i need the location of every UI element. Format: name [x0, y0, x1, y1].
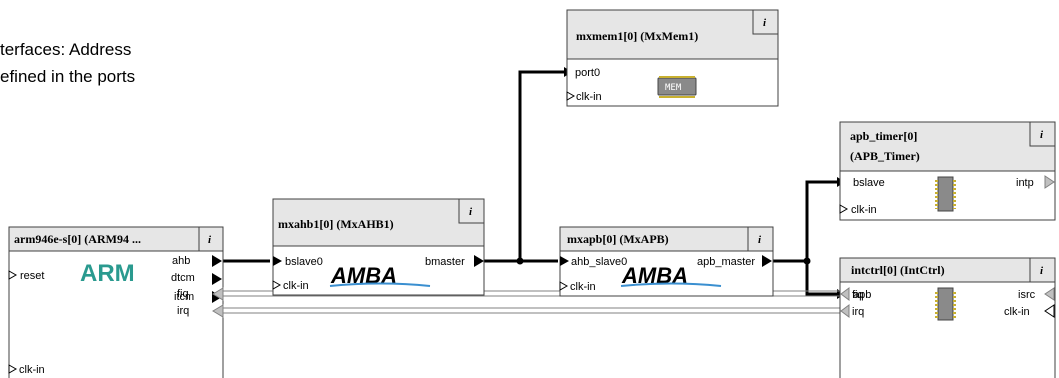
intctrl-header: [839, 257, 1056, 283]
apb-info-button[interactable]: i: [758, 234, 762, 246]
apb-port-apb-master-arrow: [762, 255, 772, 267]
arm-port-clk: clk-in: [19, 364, 45, 376]
bus-connections: [222, 70, 838, 296]
apb-port-clk: clk-in: [570, 281, 596, 293]
apb-port-ahb-slave0-arrow: [560, 256, 569, 266]
timer-title-line1: apb_timer[0]: [850, 129, 917, 143]
arm-header: [8, 226, 224, 252]
mem-port-port0: port0: [575, 67, 600, 79]
ahb-port-clk-arrow: [272, 280, 282, 290]
ahb-amba-swoosh: [329, 282, 431, 287]
timer-port-bslave: bslave: [853, 177, 885, 189]
component-mxmem1[interactable]: mxmem1[0] (MxMem1) i port0 MEM clk-in: [566, 9, 779, 107]
junction-dot-1: [516, 257, 524, 265]
ahb-info-button[interactable]: i: [469, 206, 473, 218]
intctrl-port-clk-arrow: [1044, 304, 1055, 318]
mem-info-button[interactable]: i: [763, 17, 767, 29]
intctrl-port-fiq-arrow: [840, 287, 850, 301]
wire-to-intctrl: [805, 261, 838, 296]
arm-port-itcm: itcm: [174, 291, 194, 303]
apb-port-clk-arrow: [559, 281, 569, 291]
apb-header: [559, 226, 774, 252]
mem-header: [566, 9, 779, 60]
intctrl-title: intctrl[0] (IntCtrl): [851, 263, 945, 277]
arm-port-irq: irq: [177, 305, 189, 317]
arm-port-fiq-arrow: [212, 287, 224, 301]
mem-chip-label: MEM: [665, 83, 682, 93]
arm-logo: ARM: [80, 260, 135, 287]
apb-port-apb-master: apb_master: [697, 256, 755, 268]
note-line-1: terfaces: Address: [0, 40, 131, 59]
arm-port-dtcm-arrow: [212, 273, 222, 285]
arm-port-reset: reset: [20, 270, 44, 282]
intctrl-port-irq: irq: [852, 306, 864, 318]
note-line-2: efined in the ports: [0, 67, 135, 86]
wire-to-mem: [518, 70, 565, 261]
arm-port-fiq-label: fiq: [177, 288, 189, 300]
mem-chip-icon: MEM: [657, 75, 697, 98]
component-mxapb[interactable]: mxapb[0] (MxAPB) i ahb_slave0 AMBA apb_m…: [559, 226, 774, 297]
arm-port-dtcm: dtcm: [171, 272, 195, 284]
timer-header: [839, 121, 1056, 172]
mem-port-clk-arrow: [566, 91, 576, 101]
timer-port-intp: intp: [1016, 177, 1034, 189]
intctrl-port-fiq: fiq: [852, 289, 864, 301]
intctrl-port-apb: apb: [853, 289, 871, 301]
intctrl-chip-icon: [935, 287, 956, 321]
junction-dot-2: [803, 257, 811, 265]
ahb-port-bmaster: bmaster: [425, 256, 465, 268]
arm-title: arm946e-s[0] (ARM94 ...: [14, 232, 141, 246]
ahb-port-clk: clk-in: [283, 280, 309, 292]
apb-title: mxapb[0] (MxAPB): [567, 232, 669, 246]
ahb-port-bmaster-arrow: [474, 255, 484, 267]
arm-port-ahb-arrow: [212, 255, 222, 267]
component-mxahb1[interactable]: mxahb1[0] (MxAHB1) i bslave0 bmaster AMB…: [272, 198, 485, 296]
ahb-header: [272, 198, 485, 247]
ahb-port-bslave0-arrow: [273, 256, 282, 266]
intctrl-info-button[interactable]: i: [1040, 265, 1044, 277]
intctrl-port-isrc: isrc: [1018, 289, 1036, 301]
component-intctrl[interactable]: intctrl[0] (IntCtrl) i apb isrc fiq irq …: [839, 257, 1056, 378]
wire-to-timer: [805, 180, 838, 261]
timer-info-button[interactable]: i: [1040, 129, 1044, 141]
apb-amba-swoosh: [620, 282, 722, 287]
timer-port-clk-arrow: [839, 204, 849, 214]
arm-info-button[interactable]: i: [208, 234, 212, 246]
arm-port-clk-arrow: [8, 364, 18, 374]
apb-port-ahb-slave0: ahb_slave0: [571, 256, 627, 268]
intctrl-port-isrc-arrow: [1044, 287, 1055, 301]
component-arm946e[interactable]: arm946e-s[0] (ARM94 ... i ARM ahb reset …: [8, 226, 224, 378]
mem-title: mxmem1[0] (MxMem1): [576, 29, 698, 43]
timer-title-line2: (APB_Timer): [850, 149, 920, 163]
timer-chip-icon: [935, 176, 956, 212]
intctrl-port-irq-arrow: [840, 304, 850, 318]
arm-port-ahb: ahb: [172, 255, 190, 267]
ahb-port-bslave0: bslave0: [285, 256, 323, 268]
timer-port-clk: clk-in: [851, 204, 877, 216]
component-apb-timer[interactable]: apb_timer[0] (APB_Timer) i bslave intp c…: [839, 121, 1056, 221]
arm-port-irq-arrow: [212, 304, 224, 318]
intctrl-port-clk: clk-in: [1004, 306, 1030, 318]
timer-port-intp-arrow: [1044, 175, 1055, 189]
arm-port-reset-arrow: [8, 270, 18, 280]
ahb-title: mxahb1[0] (MxAHB1): [278, 217, 394, 231]
mem-port-clk: clk-in: [576, 91, 602, 103]
